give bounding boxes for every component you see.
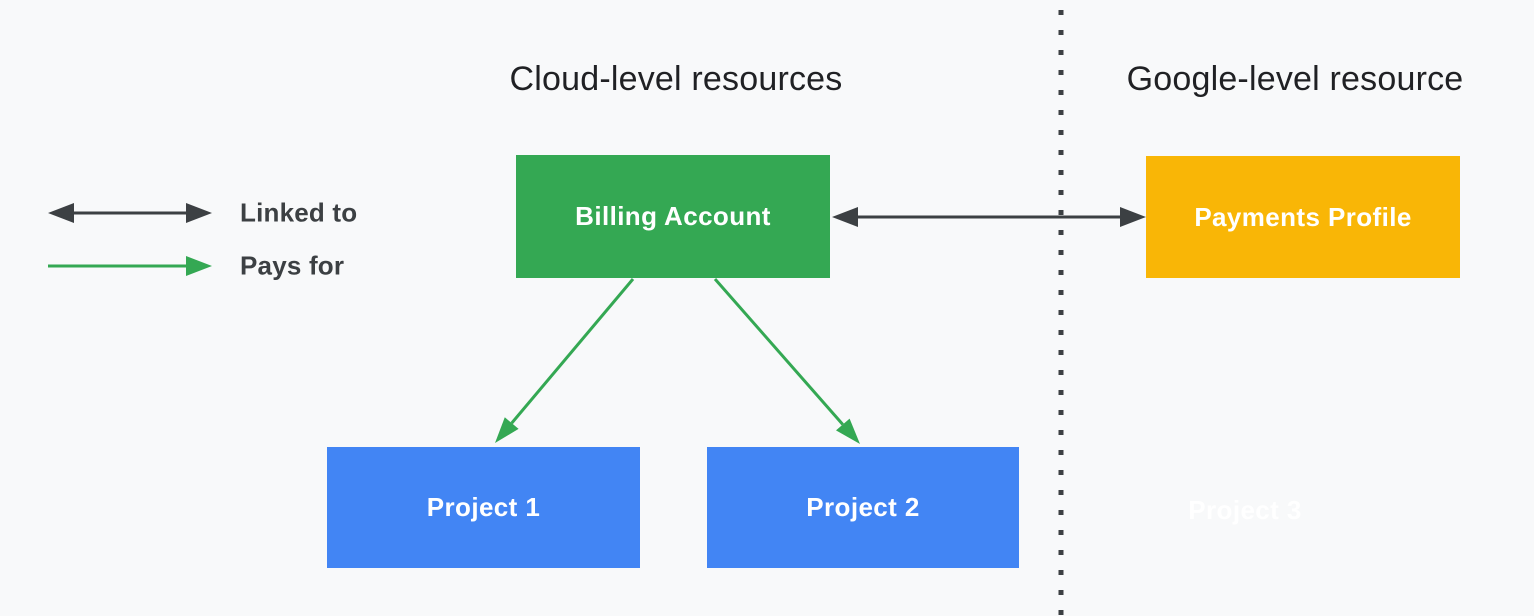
edge-pays-for-project-1-line xyxy=(510,278,635,425)
project-3-label: Project 3 xyxy=(1188,494,1302,525)
legend-pays-for-arrowhead-icon xyxy=(186,256,212,276)
project-2-node: Project 2 xyxy=(707,447,1019,568)
legend-label-pays-for: Pays for xyxy=(240,250,345,281)
payments-profile-node: Payments Profile xyxy=(1146,156,1460,278)
edge-pays-for-project-1-arrowhead-icon xyxy=(495,417,519,443)
project-2-label: Project 2 xyxy=(806,492,920,522)
edge-pays-for-project-2-line xyxy=(713,278,844,426)
legend-label-linked-to: Linked to xyxy=(240,197,358,228)
legend-linked-to-right-arrowhead-icon xyxy=(186,203,212,223)
edge-linked-to-left-arrowhead-icon xyxy=(832,207,858,227)
billing-account-label: Billing Account xyxy=(575,201,771,231)
edge-pays-for-project-2-arrowhead-icon xyxy=(836,418,860,444)
legend-linked-to-left-arrowhead-icon xyxy=(48,203,74,223)
billing-account-node: Billing Account xyxy=(516,155,830,278)
payments-profile-label: Payments Profile xyxy=(1194,201,1412,232)
google-level-heading: Google-level resource xyxy=(1126,60,1464,98)
project-1-label: Project 1 xyxy=(426,492,541,522)
cloud-level-heading: Cloud-level resources xyxy=(509,60,843,98)
edge-linked-to-right-arrowhead-icon xyxy=(1120,207,1146,227)
project-3-ghost-node: Project 3 xyxy=(1145,480,1345,540)
project-1-node: Project 1 xyxy=(327,447,640,568)
